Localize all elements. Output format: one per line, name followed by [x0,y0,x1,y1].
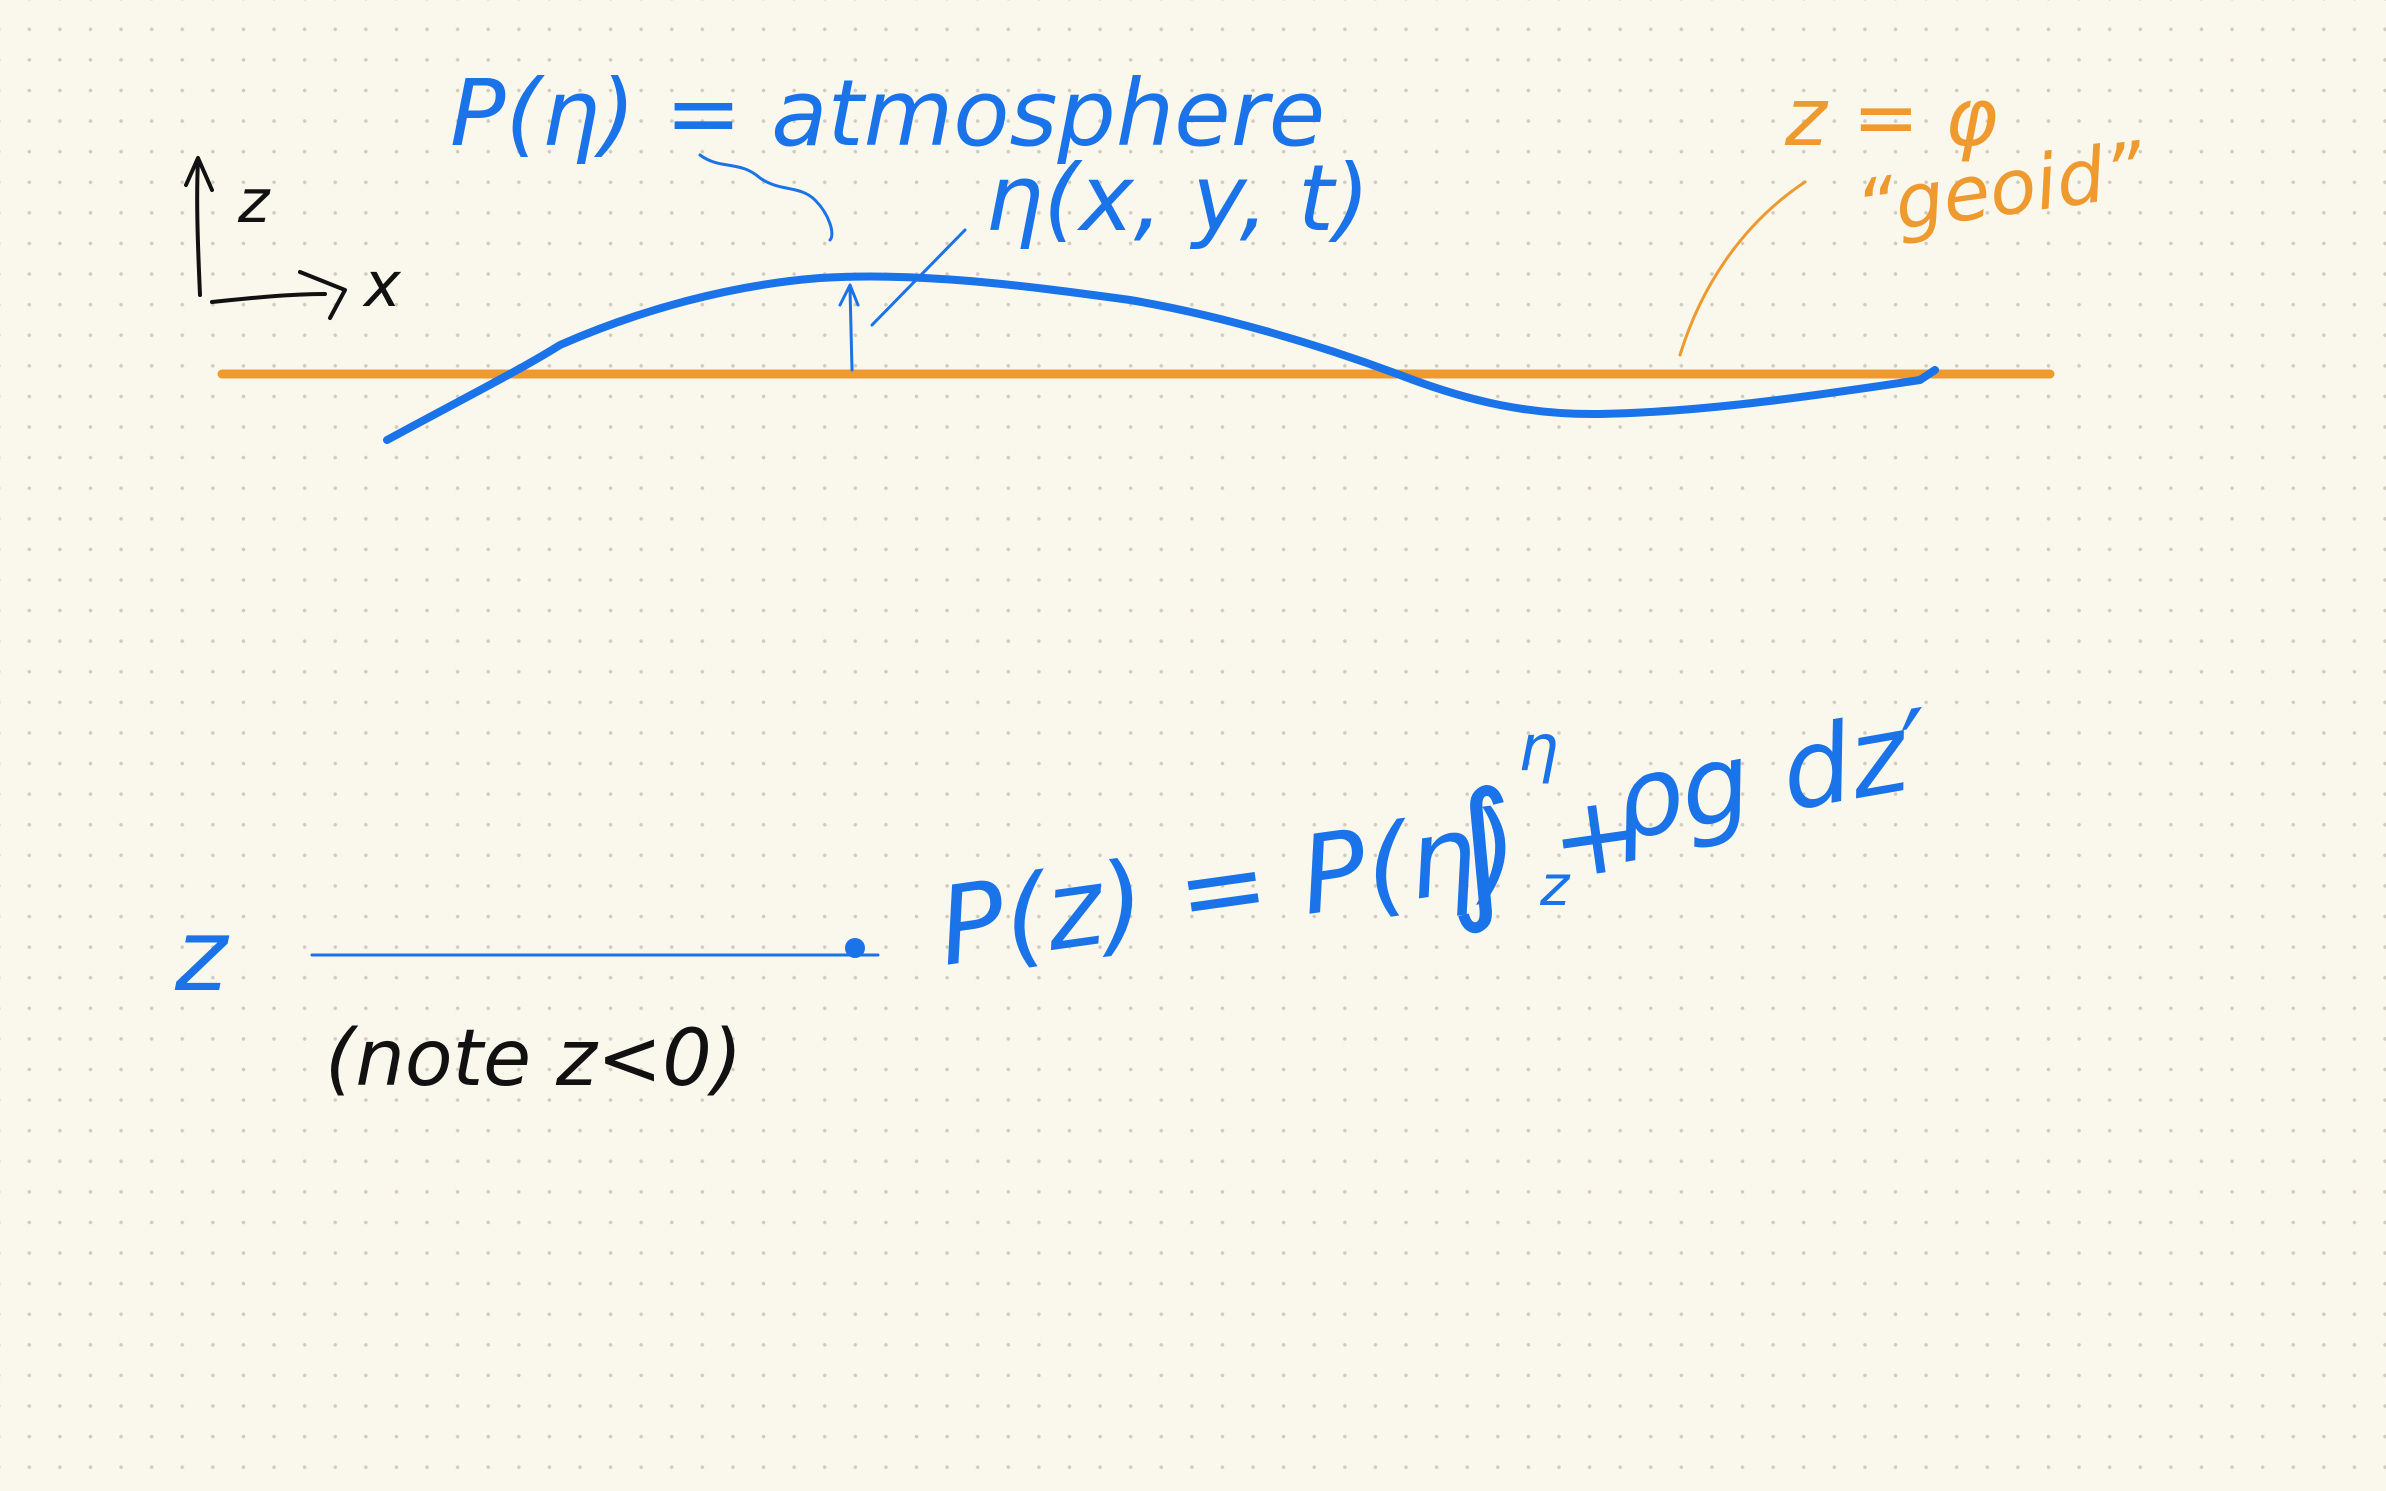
eta-label: η(x, y, t) [985,145,1370,252]
depth-point [845,938,865,958]
sea-surface-curve [383,272,1939,444]
x-axis-label: x [362,248,402,321]
note-label: (note z<0) [325,1014,742,1104]
z-axis-label: z [237,167,271,237]
depth-z-label: z [174,897,230,1014]
atmosphere-pressure-label: P(η) = atmosphere [450,60,1325,167]
eta-height-arrow [838,283,860,372]
z-axis-arrow [184,156,214,297]
eta-pointer-line [870,228,967,327]
geoid-z-label: z = φ [1784,71,1998,164]
integral-lower-limit: z [1539,854,1571,919]
integrand: ρg dz′ [1603,687,1941,866]
atmosphere-squiggle [698,153,834,242]
x-axis-arrow [210,270,347,320]
integral-upper-limit: η [1518,712,1559,786]
geoid-pointer-line [1678,180,1807,357]
